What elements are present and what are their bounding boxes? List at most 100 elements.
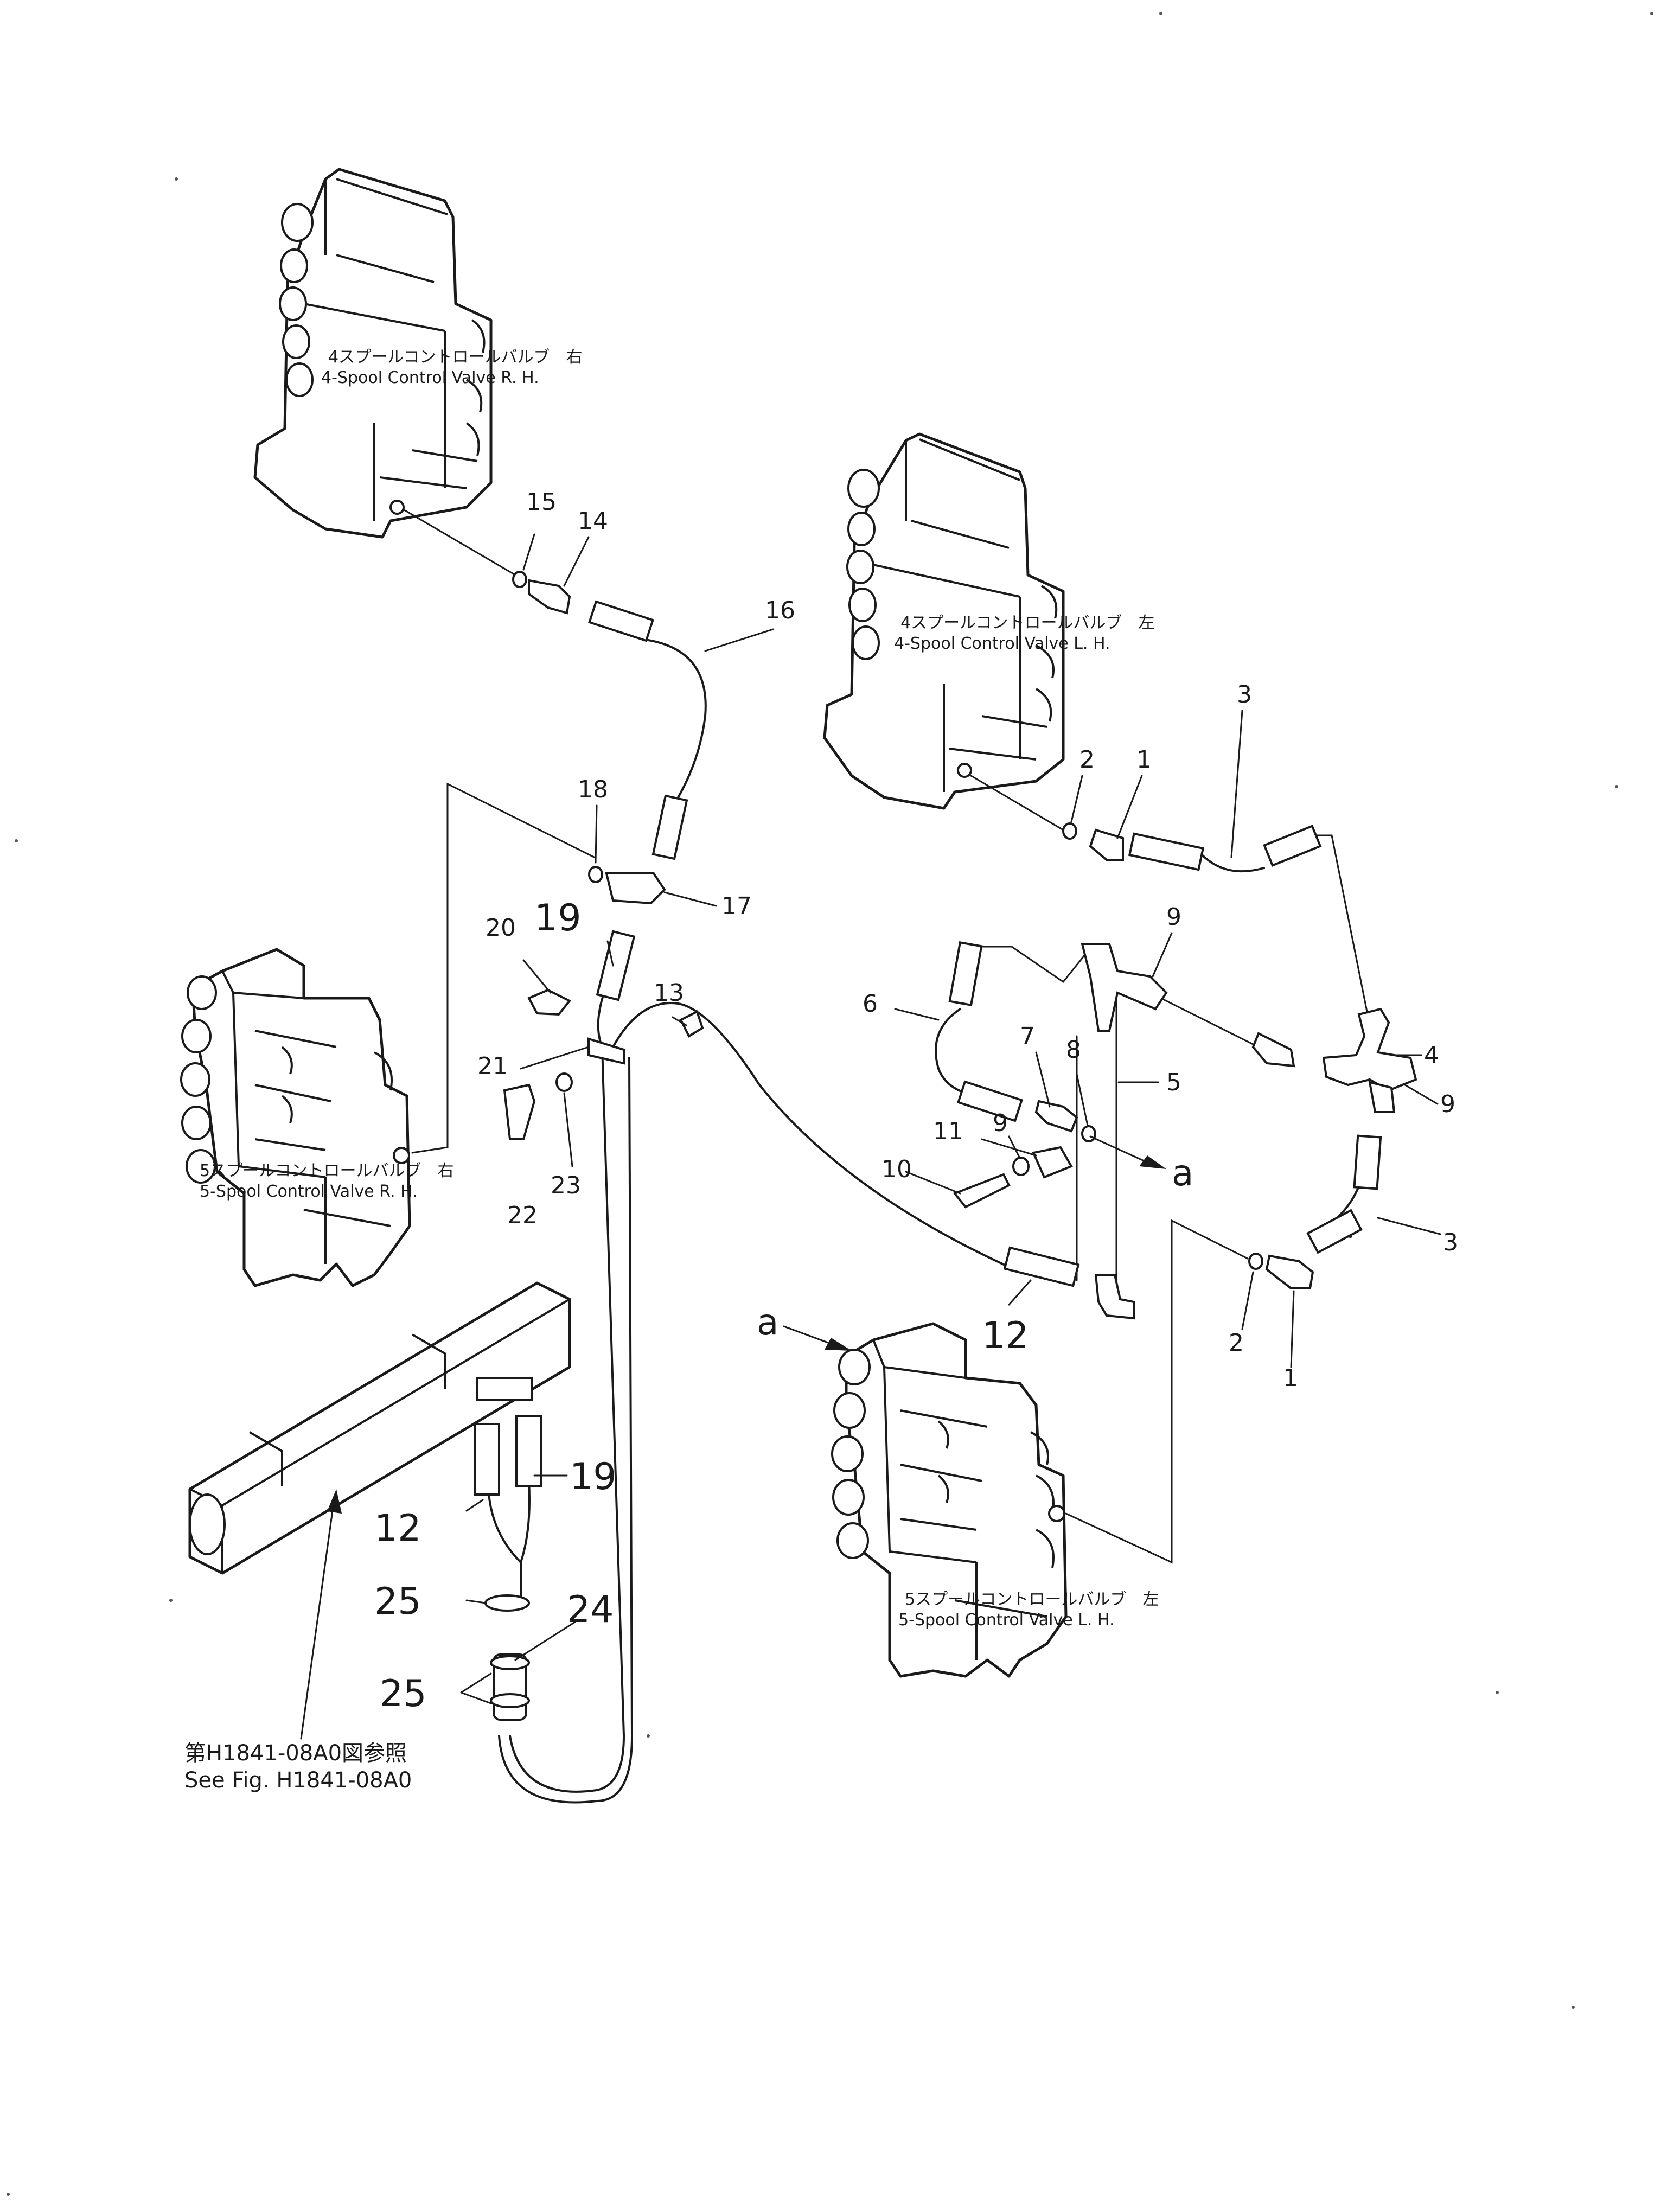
hose-21-13-12 [612, 1002, 1015, 1270]
valve-5spool-rh-port-detail [281, 1046, 393, 1123]
callout-20: 20 [486, 914, 516, 942]
part-6-hose-end-upper [948, 941, 983, 1006]
valve-4spool-lh-spool-knobs [846, 469, 880, 660]
callout-19-upper: 19 [534, 897, 582, 940]
valve-5spool-lh-port-detail [937, 1420, 1055, 1568]
valve-4spool-rh-jp-label: 4スプールコントロールバルブ 右 [328, 348, 583, 367]
part-20-collar [527, 988, 572, 1016]
leader-4rh-to-15 [403, 509, 516, 576]
callout-1-lower: 1 [1283, 1364, 1298, 1392]
part-12-hose-end [1003, 1246, 1080, 1287]
part-14-elbow [528, 579, 571, 615]
arrow-a-out-head [1139, 1155, 1166, 1169]
block-assembly-mount [476, 1377, 533, 1401]
callout-21: 21 [477, 1052, 508, 1080]
part-3-hose-end-elbow [1306, 1209, 1363, 1254]
part-19-hose-end [596, 930, 636, 1001]
callout-12-upper: 12 [982, 1314, 1029, 1357]
valve-4spool-rh-port-detail [465, 319, 486, 456]
hose-19-to-24 [509, 975, 625, 1793]
leader-5lh-to-2 [1065, 1219, 1249, 1564]
callout-16: 16 [765, 597, 795, 624]
callout-17: 17 [721, 892, 752, 920]
callout-1-upper: 1 [1136, 746, 1152, 774]
callout-25-upper: 25 [374, 1580, 421, 1623]
hose-19-to-24-outer [498, 1057, 633, 1804]
valve-5spool-rh: 5スプールコントロールバルブ 右 5-Spool Control Valve R… [180, 948, 454, 1287]
valve-5spool-lh-en-label: 5-Spool Control Valve L. H. [898, 1611, 1115, 1630]
fittings [474, 571, 1417, 1721]
valve-5spool-rh-jp-label: 5スプールコントロールバルブ 右 [200, 1161, 454, 1180]
callout-5: 5 [1166, 1069, 1181, 1096]
scan-specks [7, 12, 1653, 2196]
part-9-bracket-lower [1032, 1146, 1073, 1179]
tube-3-to-4 [1312, 834, 1371, 1026]
valve-4spool-rh-detail [303, 178, 478, 521]
reference-arrow-head [327, 1489, 342, 1514]
valve-4spool-lh-en-label: 4-Spool Control Valve L. H. [894, 634, 1110, 653]
callout-22: 22 [507, 1202, 538, 1229]
part-12-block-hose-end [474, 1423, 500, 1496]
block-assembly [188, 1281, 571, 1575]
part-4-tee [1322, 1007, 1417, 1092]
callout-9-upper: 9 [1166, 903, 1181, 931]
callout-13: 13 [654, 979, 684, 1007]
hose-6 [935, 1008, 978, 1097]
callout-7: 7 [1020, 1023, 1035, 1050]
part-17-tee [605, 872, 666, 905]
callout-numbers: 15 14 16 18 17 20 19 13 21 22 23 2 1 3 9… [374, 488, 1458, 1715]
valve-5spool-rh-port [393, 1147, 410, 1164]
valve-5spool-rh-detail [221, 970, 391, 1264]
valve-5spool-lh: 5スプールコントロールバルブ 左 5-Spool Control Valve L… [831, 1322, 1159, 1678]
part-2-o-ring-lower [1248, 1253, 1263, 1270]
valve-4spool-rh: 4スプールコントロールバルブ 右 4-Spool Control Valve R… [253, 168, 583, 539]
valve-4spool-rh-body [253, 168, 493, 539]
callout-3-lower: 3 [1443, 1229, 1458, 1256]
valve-4spool-lh-detail [870, 438, 1047, 792]
part-fitting-to-tee [1251, 1032, 1295, 1068]
valve-5spool-rh-spool-knobs [180, 975, 217, 1184]
valve-5spool-lh-jp-label: 5スプールコントロールバルブ 左 [905, 1590, 1159, 1609]
valve-4spool-rh-spool-knobs [279, 203, 314, 397]
valve-5spool-rh-body [191, 948, 411, 1287]
callout-25-lower: 25 [380, 1672, 427, 1715]
block-assembly-bands [248, 1333, 446, 1486]
part-16-hose-end-lower [651, 794, 688, 860]
callout-3-upper: 3 [1237, 681, 1252, 708]
tube-9-to-4 [1160, 997, 1260, 1048]
part-18-o-ring [588, 866, 603, 883]
callout-2-upper: 2 [1079, 746, 1095, 774]
callout-9-lower: 9 [993, 1109, 1008, 1137]
part-22-bolt [503, 1083, 536, 1140]
part-3-hose-end-left [1128, 832, 1205, 871]
hose-16 [647, 639, 707, 799]
callout-18: 18 [578, 776, 608, 803]
part-7-adapter [1034, 1100, 1078, 1133]
part-8-o-ring [1081, 1125, 1096, 1142]
hose-12-19-block [487, 1480, 531, 1601]
part-15-o-ring [512, 571, 527, 588]
valve-5spool-rh-en-label: 5-Spool Control Valve R. H. [200, 1182, 418, 1201]
valve-4spool-lh: 4スプールコントロールバルブ 左 4-Spool Control Valve L… [823, 432, 1155, 810]
valve-5spool-lh-spool-knobs [831, 1349, 871, 1559]
valve-4spool-lh-port-detail [1035, 585, 1058, 722]
valve-5spool-lh-detail [872, 1339, 1047, 1660]
leader-4lh-to-2 [970, 775, 1064, 831]
arrow-a-in-label: a [757, 1301, 778, 1343]
hose-lines [403, 509, 1371, 1804]
block-assembly-end-cap [189, 1493, 226, 1555]
part-25-clamp-lower-bottom [490, 1693, 530, 1708]
callout-2-lower: 2 [1229, 1329, 1244, 1357]
part-3-hose-end-lower [1353, 1134, 1382, 1190]
callout-10: 10 [881, 1155, 912, 1183]
hose-3-upper [1200, 853, 1265, 873]
valve-4spool-lh-body [823, 432, 1065, 810]
valve-4spool-lh-jp-label: 4スプールコントロールバルブ 左 [900, 614, 1155, 633]
part-25-clamp-upper [484, 1594, 530, 1612]
part-3-hose-end-right [1263, 825, 1322, 867]
part-2-o-ring-upper [1062, 822, 1077, 840]
valve-5spool-lh-body [845, 1322, 1068, 1678]
callout-9-right: 9 [1440, 1090, 1455, 1118]
callout-24: 24 [567, 1588, 614, 1631]
